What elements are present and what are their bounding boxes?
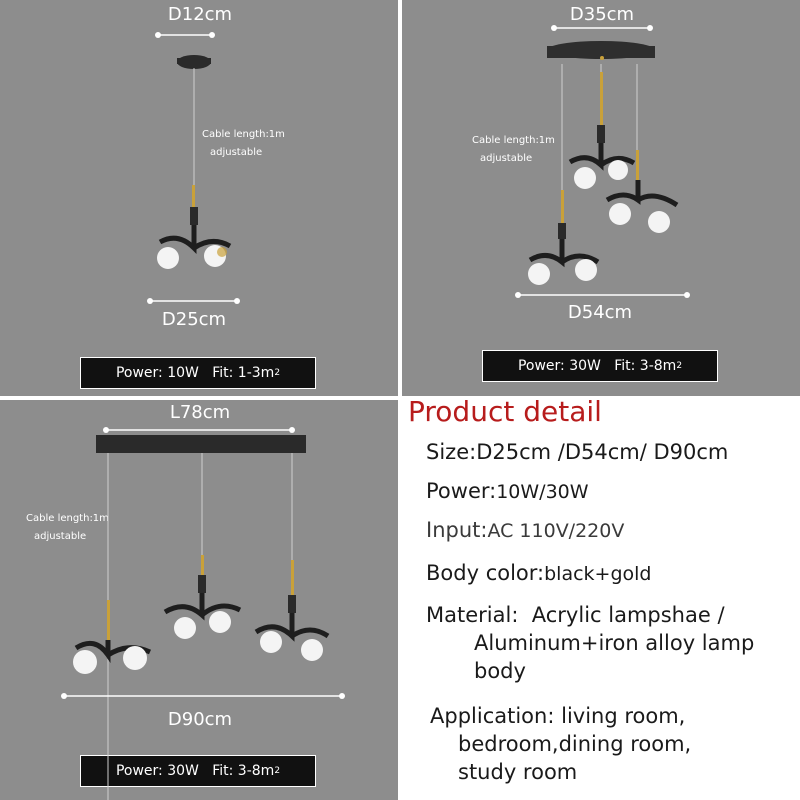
material-spec: Material: Acrylic lampshae / Aluminum+ir… [426, 603, 755, 683]
cable-length-note: Cable length:1m adjustable [472, 135, 555, 164]
size-spec: Size:D25cm /D54cm/ D90cm [426, 440, 729, 464]
application-spec: Application: living room, bedroom,dining… [430, 704, 692, 784]
pendant-lamp-triple-round-illustration [515, 25, 690, 298]
pendant-lamp-single-illustration [147, 32, 240, 304]
ceiling-diameter-label: D35cm [569, 4, 635, 25]
product-detail-heading: Product detail [408, 395, 602, 428]
bar-length-label: L78cm [169, 402, 231, 423]
product-image-panel-2: D35cm Cable length:1m adjustable D54cm P… [402, 0, 800, 396]
lamp-diameter-label: D54cm [567, 302, 633, 323]
product-image-panel-1: D12cm Cable length:1m adjustable D25cm P… [0, 0, 398, 396]
ceiling-diameter-label: D12cm [167, 4, 233, 25]
power-spec: Power:10W/30W [426, 479, 589, 503]
cable-length-note: Cable length:1m adjustable [26, 513, 109, 542]
pendant-lamp-linear-bar-illustration [61, 427, 345, 800]
cable-length-note: Cable length:1m adjustable [202, 129, 285, 158]
lamp-diameter-label: D25cm [161, 309, 227, 330]
input-spec: Input:AC 110V/220V [426, 518, 625, 542]
body-color-spec: Body color:black+gold [426, 561, 652, 585]
lamp-span-label: D90cm [167, 709, 233, 730]
product-image-panel-3: L78cm Cable length:1m adjustable D90cm P… [0, 400, 398, 800]
